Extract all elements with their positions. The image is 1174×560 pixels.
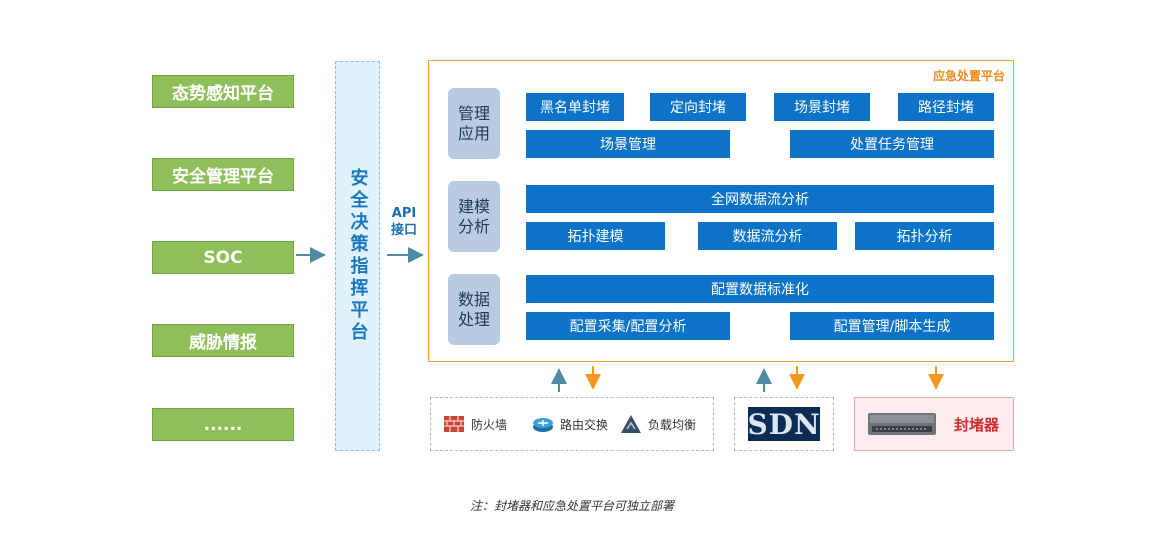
- api-text: API: [391, 206, 417, 221]
- api-interface-text: 接口: [390, 223, 417, 238]
- module-label: 数据流分析: [732, 229, 803, 245]
- platform-more: ......: [152, 408, 294, 441]
- category-label-line: 建模: [457, 196, 490, 216]
- platform-security-management: 安全管理平台: [152, 158, 294, 191]
- decision-command-platform: 安全决策指挥平台: [335, 61, 380, 451]
- module-label: 配置采集/配置分析: [569, 319, 687, 335]
- platform-threat-intel: 威胁情报: [152, 324, 294, 357]
- scenario-management-box: 场景管理: [526, 130, 730, 158]
- directed-block-box: 定向封堵: [650, 93, 746, 121]
- config-data-standardization-box: 配置数据标准化: [526, 275, 994, 303]
- platform-label: ......: [203, 414, 243, 435]
- topology-modeling-box: 拓扑建模: [526, 222, 665, 250]
- category-label-line: 管理: [457, 103, 490, 123]
- module-label: 全网数据流分析: [711, 192, 809, 208]
- category-data-processing: 数据处理: [448, 274, 500, 345]
- load-balancer-item: 负载均衡: [620, 411, 696, 437]
- category-label-line: 数据: [457, 289, 490, 309]
- platform-label: 态势感知平台: [172, 84, 274, 104]
- blacklist-block-box: 黑名单封堵: [526, 93, 624, 121]
- module-label: 配置管理/脚本生成: [833, 319, 951, 335]
- module-label: 场景管理: [600, 137, 656, 153]
- blocker-label: 封堵器: [954, 416, 1000, 434]
- module-label: 黑名单封堵: [540, 100, 610, 116]
- sdn-label: SDN: [747, 407, 821, 441]
- data-flow-analysis-box: 数据流分析: [698, 222, 837, 250]
- task-management-box: 处置任务管理: [790, 130, 994, 158]
- category-label-line: 应用: [457, 123, 490, 143]
- sdn-logo: SDN: [747, 407, 821, 441]
- topology-analysis-box: 拓扑分析: [855, 222, 994, 250]
- category-label-line: 处理: [457, 309, 490, 329]
- platform-situation-awareness: 态势感知平台: [152, 75, 294, 108]
- category-management-application: 管理应用: [448, 88, 500, 159]
- platform-label: 安全管理平台: [172, 167, 274, 187]
- path-block-box: 路径封堵: [898, 93, 994, 121]
- firewall-icon: [444, 416, 464, 432]
- firewall-label: 防火墙: [471, 417, 508, 432]
- platform-label: SOC: [203, 247, 243, 268]
- router-icon: [533, 418, 553, 432]
- scenario-block-box: 场景封堵: [774, 93, 870, 121]
- config-collection-analysis-box: 配置采集/配置分析: [526, 312, 730, 340]
- category-modeling-analysis: 建模分析: [448, 181, 500, 252]
- network-devices-box: [430, 397, 714, 451]
- network-flow-analysis-box: 全网数据流分析: [526, 185, 994, 213]
- module-label: 定向封堵: [670, 100, 726, 116]
- module-label: 场景封堵: [794, 100, 850, 116]
- firewall-item: 防火墙: [443, 411, 507, 437]
- module-label: 处置任务管理: [850, 137, 934, 153]
- category-label-line: 分析: [457, 216, 490, 236]
- module-label: 路径封堵: [918, 100, 974, 116]
- platform-soc: SOC: [152, 241, 294, 274]
- module-label: 配置数据标准化: [711, 282, 809, 298]
- module-label: 拓扑分析: [896, 229, 953, 245]
- blocker-device-icon: [868, 413, 936, 435]
- load-balancer-label: 负载均衡: [648, 417, 697, 432]
- load-balancer-icon: [621, 415, 641, 433]
- response-platform-title: 应急处置平台: [932, 69, 1005, 83]
- decision-platform-label: 安全决策指挥平台: [347, 168, 369, 344]
- module-label: 拓扑建模: [567, 229, 624, 245]
- api-interface-label: API 接口: [385, 205, 423, 239]
- footnote: 注：封堵器和应急处置平台可独立部署: [470, 499, 675, 513]
- platform-label: 威胁情报: [189, 333, 257, 353]
- router-item: 路由交换: [532, 411, 608, 437]
- config-management-script-box: 配置管理/脚本生成: [790, 312, 994, 340]
- router-label: 路由交换: [560, 417, 609, 432]
